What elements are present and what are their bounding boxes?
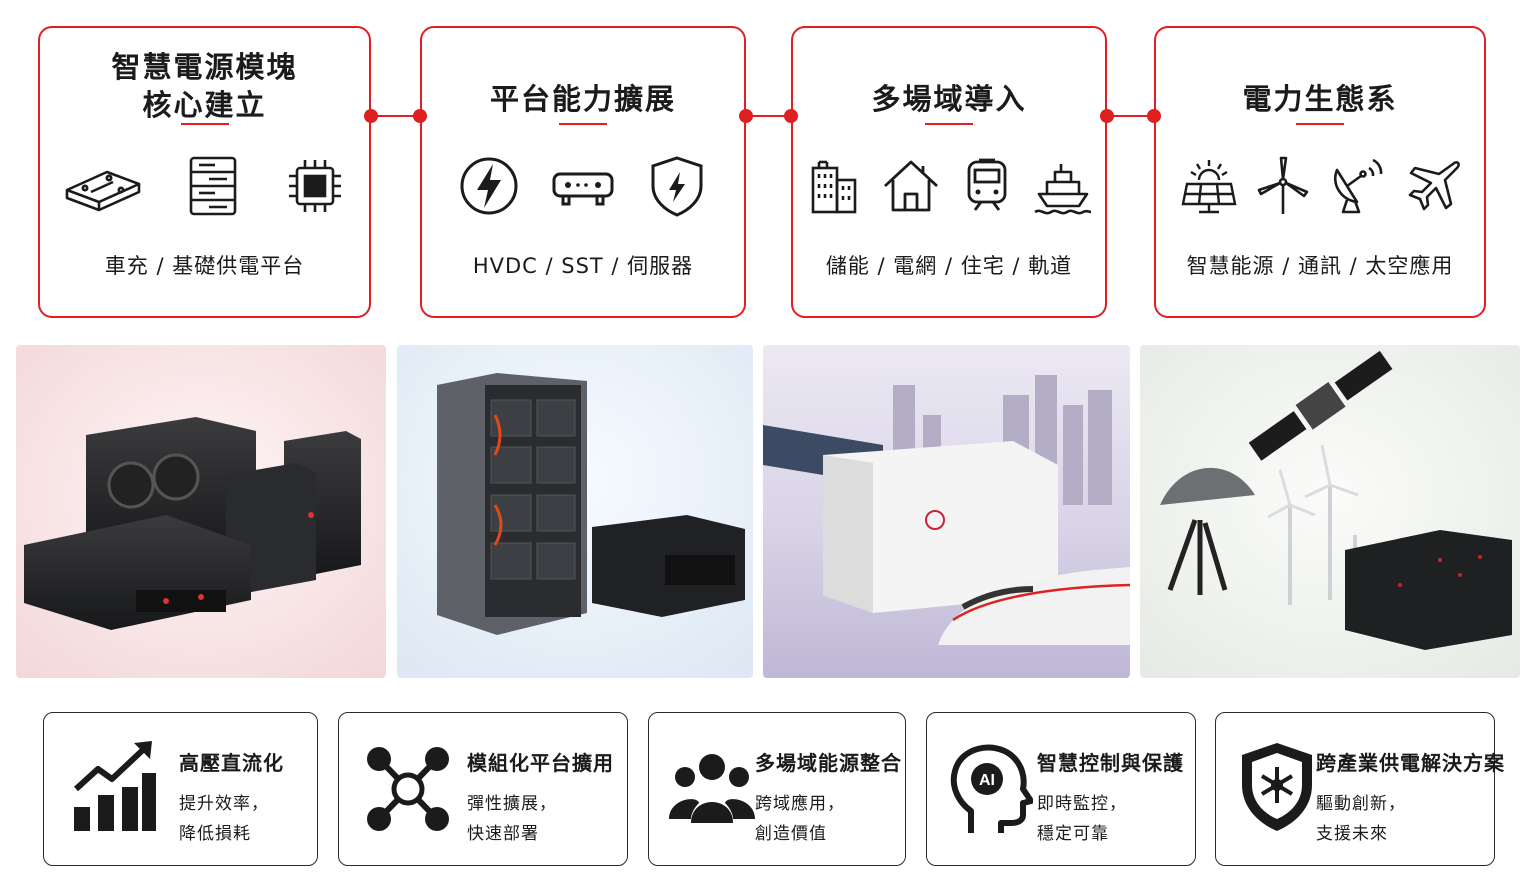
stage-tags: 車充 / 基礎供電平台 xyxy=(104,254,305,278)
feature-title: 跨產業供電解決方案 xyxy=(1316,751,1505,775)
ai-label: AI xyxy=(979,772,995,789)
feature-card-modular: 模組化平台擴用 彈性擴展， 快速部署 xyxy=(338,712,628,866)
connector-line xyxy=(371,115,420,117)
stage-tags: 智慧能源 / 通訊 / 太空應用 xyxy=(1186,254,1454,278)
connector-dot xyxy=(364,109,378,123)
solar-panel-icon xyxy=(1181,160,1237,214)
stage-tags: 儲能 / 電網 / 住宅 / 軌道 xyxy=(825,254,1073,278)
feature-card-cross-industry: 跨產業供電解決方案 驅動創新， 支援未來 xyxy=(1215,712,1504,866)
energy-storage-rack-photo xyxy=(397,345,753,678)
feature-desc: 跨域應用， 創造價值 xyxy=(755,794,845,844)
title-underline xyxy=(1296,123,1344,125)
ai-head-icon: AI xyxy=(943,737,1034,837)
feature-title: 智慧控制與保護 xyxy=(1037,751,1184,775)
feature-title: 模組化平台擴用 xyxy=(467,751,614,775)
connector-line xyxy=(746,115,791,117)
server-rack-icon xyxy=(189,156,236,216)
stage-title: 電力生態系 xyxy=(1242,82,1398,116)
feature-card-integration: 多場域能源整合 跨域應用， 創造價值 xyxy=(648,712,906,866)
container-train-city-photo xyxy=(763,345,1130,678)
chip-icon xyxy=(288,160,341,212)
train-icon xyxy=(967,158,1007,211)
feature-desc: 驅動創新， 支援未來 xyxy=(1316,794,1406,844)
feature-card-smart-control: AI 智慧控制與保護 即時監控， 穩定可靠 xyxy=(926,712,1196,866)
people-group-icon xyxy=(667,737,757,837)
wind-turbine-icon xyxy=(1257,156,1309,214)
power-module-icon xyxy=(65,170,140,212)
connector-dot xyxy=(1147,109,1161,123)
connector-line xyxy=(1107,115,1154,117)
feature-desc: 彈性擴展， 快速部署 xyxy=(467,794,557,844)
title-underline xyxy=(925,123,973,125)
airplane-icon xyxy=(1408,161,1460,211)
satellite-turbines-servers-photo xyxy=(1140,345,1520,678)
stage-title: 平台能力擴展 xyxy=(489,82,676,116)
stage-icons xyxy=(793,154,1105,218)
feature-card-hvdc: 高壓直流化 提升效率， 降低損耗 xyxy=(43,712,318,866)
feature-desc: 即時監控， 穩定可靠 xyxy=(1037,794,1127,844)
shield-star-icon xyxy=(1232,737,1322,837)
title-underline xyxy=(180,123,229,125)
feature-title: 高壓直流化 xyxy=(179,751,284,775)
house-icon xyxy=(884,160,938,212)
title-underline xyxy=(559,123,607,125)
ship-icon xyxy=(1034,164,1092,215)
stage-card-power-module: 智慧電源模塊 核心建立 xyxy=(38,26,371,318)
power-modules-photo xyxy=(16,345,386,678)
stage-icons xyxy=(422,154,744,218)
feature-desc: 提升效率， 降低損耗 xyxy=(179,794,269,844)
stage-card-multi-domain: 多場域導入 儲能 / 電 xyxy=(791,26,1107,318)
connector-dot xyxy=(413,109,427,123)
buildings-icon xyxy=(811,160,857,214)
stage-card-ecosystem: 電力生態系 智慧能源 / 通訊 / 太空應用 xyxy=(1154,26,1486,318)
stage-icons xyxy=(40,154,369,218)
growth-chart-icon xyxy=(70,737,160,837)
connector-dot xyxy=(784,109,798,123)
stage-title: 智慧電源模塊 核心建立 xyxy=(111,50,298,122)
stage-card-platform: 平台能力擴展 HVDC / SST / 伺服器 xyxy=(420,26,746,318)
network-nodes-icon xyxy=(365,737,455,837)
feature-title: 多場域能源整合 xyxy=(755,751,902,775)
stage-icons xyxy=(1156,154,1484,218)
shield-bolt-icon xyxy=(651,156,703,217)
stage-title: 多場域導入 xyxy=(871,82,1027,116)
connector-dot xyxy=(739,109,753,123)
stage-tags: HVDC / SST / 伺服器 xyxy=(472,254,694,278)
satellite-dish-icon xyxy=(1334,158,1383,214)
lightning-circle-icon xyxy=(460,157,518,215)
connector-icon xyxy=(552,172,614,206)
connector-dot xyxy=(1100,109,1114,123)
